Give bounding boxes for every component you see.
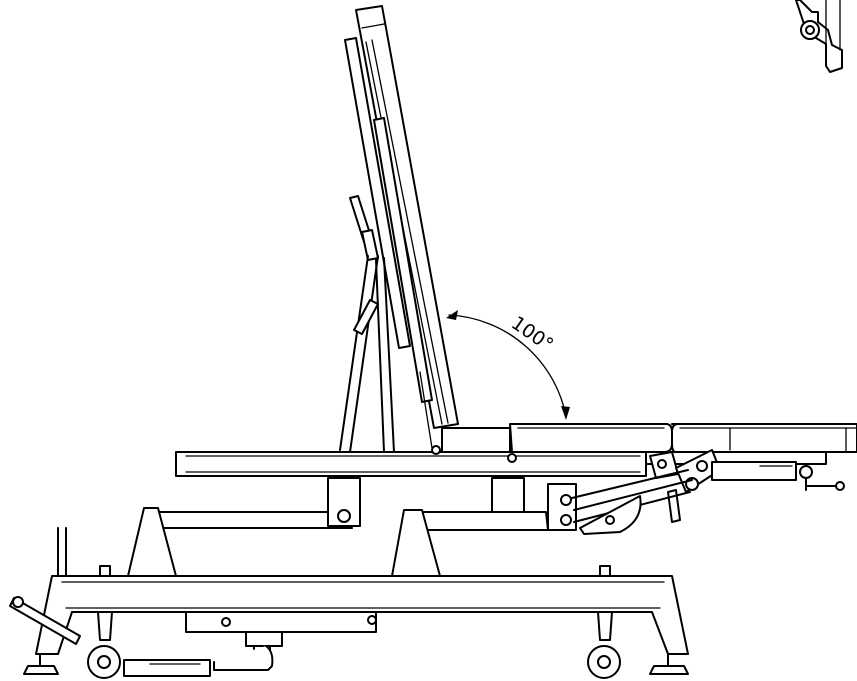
angle-label: 100° xyxy=(507,312,557,356)
angle-dimension: 100° xyxy=(446,310,570,420)
backrest xyxy=(344,5,459,449)
levelling-feet xyxy=(23,653,689,675)
castor-right xyxy=(587,565,621,679)
castor-left xyxy=(87,565,121,679)
legrest-actuator xyxy=(547,469,693,535)
lift-mechanism xyxy=(127,477,549,577)
seat-cushions xyxy=(441,423,857,453)
base-frame xyxy=(9,527,689,655)
corner-detail xyxy=(795,0,843,73)
backrest-actuator xyxy=(339,195,395,453)
control-box xyxy=(123,611,377,677)
